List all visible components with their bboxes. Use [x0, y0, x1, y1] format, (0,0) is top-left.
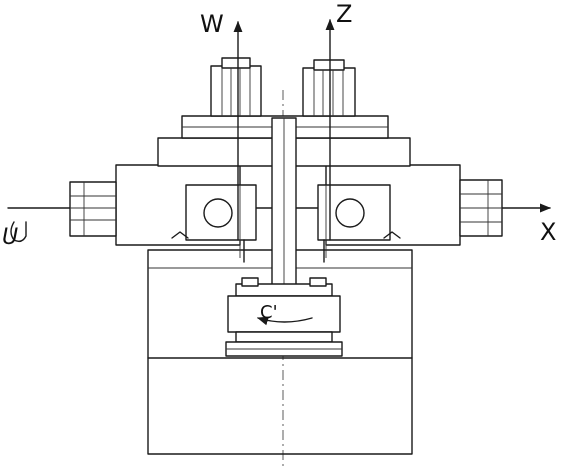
x-axis-label: X	[540, 218, 556, 246]
left-slide	[69, 164, 257, 258]
u-axis-mark	[10, 221, 27, 243]
c-axis-label: C'	[260, 302, 278, 323]
central-spindle	[243, 117, 325, 291]
rotation-arrow	[256, 316, 313, 326]
w-axis-label: W	[200, 10, 224, 38]
right-top-motor	[302, 59, 356, 117]
z-axis-label: Z	[336, 0, 352, 28]
rotary-table	[225, 277, 343, 357]
left-top-motor	[210, 57, 262, 117]
right-slide	[317, 164, 503, 258]
u-axis-label: U	[2, 225, 18, 250]
